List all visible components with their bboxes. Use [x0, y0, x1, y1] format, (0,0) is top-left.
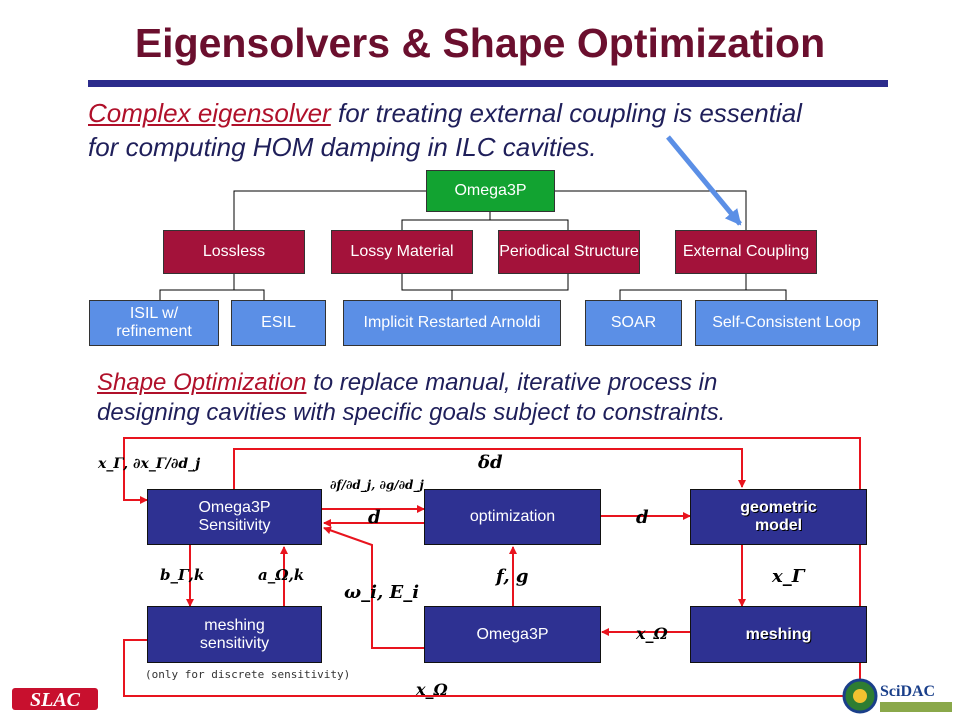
discrete-note: (only for discrete sensitivity): [145, 668, 351, 681]
shape-line2: designing cavities with specific goals s…: [97, 399, 726, 426]
shape-line1: to replace manual, iterative process in: [306, 369, 718, 396]
label-x-omega-2: x_Ω: [416, 680, 448, 699]
meshing-sensitivity-box: meshing sensitivity: [147, 606, 322, 663]
external-coupling-box: External Coupling: [675, 230, 817, 274]
omega3p-root-box: Omega3P: [426, 170, 555, 212]
sensitivity-box: Omega3P Sensitivity: [147, 489, 322, 545]
intro-paragraph: Complex eigensolver for treating externa…: [88, 96, 908, 164]
shape-paragraph: Shape Optimization to replace manual, it…: [97, 368, 897, 428]
label-f-g: f, g: [496, 566, 529, 587]
scidac-logo: SciDAC: [842, 676, 956, 716]
svg-text:SLAC: SLAC: [30, 689, 81, 711]
label-x-omega-1: x_Ω: [636, 624, 668, 643]
intro-line1: for treating external coupling is essent…: [330, 98, 802, 128]
scidac-logo-mark: SciDAC: [842, 678, 952, 714]
label-a: a_Ω,k: [258, 566, 305, 584]
geometric-model-box: geometric model: [690, 489, 867, 545]
slac-logo-mark: SLAC: [12, 688, 98, 711]
slide-title: Eigensolvers & Shape Optimization: [134, 20, 826, 66]
esil-box: ESIL: [231, 300, 326, 346]
label-df-dg: ∂f/∂d_j, ∂g/∂d_j: [330, 478, 424, 492]
intro-line2: for computing HOM damping in ILC cavitie…: [88, 132, 597, 162]
title-rule: [88, 80, 888, 87]
label-d-2: d: [636, 507, 649, 528]
slac-logo: SLAC: [10, 680, 100, 714]
lossy-material-box: Lossy Material: [331, 230, 473, 274]
label-x-dx: x_Γ, ∂x_Γ/∂d_j: [98, 456, 201, 472]
label-delta-d: δd: [478, 452, 503, 473]
omega3p-solver-box: Omega3P: [424, 606, 601, 663]
label-d-1: d: [368, 507, 381, 528]
shape-link[interactable]: Shape Optimization: [97, 369, 307, 396]
svg-text:SciDAC: SciDAC: [880, 683, 935, 700]
label-x-gamma: x_Γ: [772, 566, 805, 587]
arnoldi-box: Implicit Restarted Arnoldi: [343, 300, 561, 346]
soar-box: SOAR: [585, 300, 682, 346]
meshing-box: meshing: [690, 606, 867, 663]
label-b: b_Γ,k: [160, 566, 205, 584]
label-omega-e: ω_i, E_i: [344, 582, 420, 603]
periodical-structure-box: Periodical Structure: [498, 230, 640, 274]
lossless-box: Lossless: [163, 230, 305, 274]
isil-box: ISIL w/ refinement: [89, 300, 219, 346]
self-consistent-loop-box: Self-Consistent Loop: [695, 300, 878, 346]
intro-link[interactable]: Complex eigensolver: [88, 98, 331, 128]
optimization-box: optimization: [424, 489, 601, 545]
